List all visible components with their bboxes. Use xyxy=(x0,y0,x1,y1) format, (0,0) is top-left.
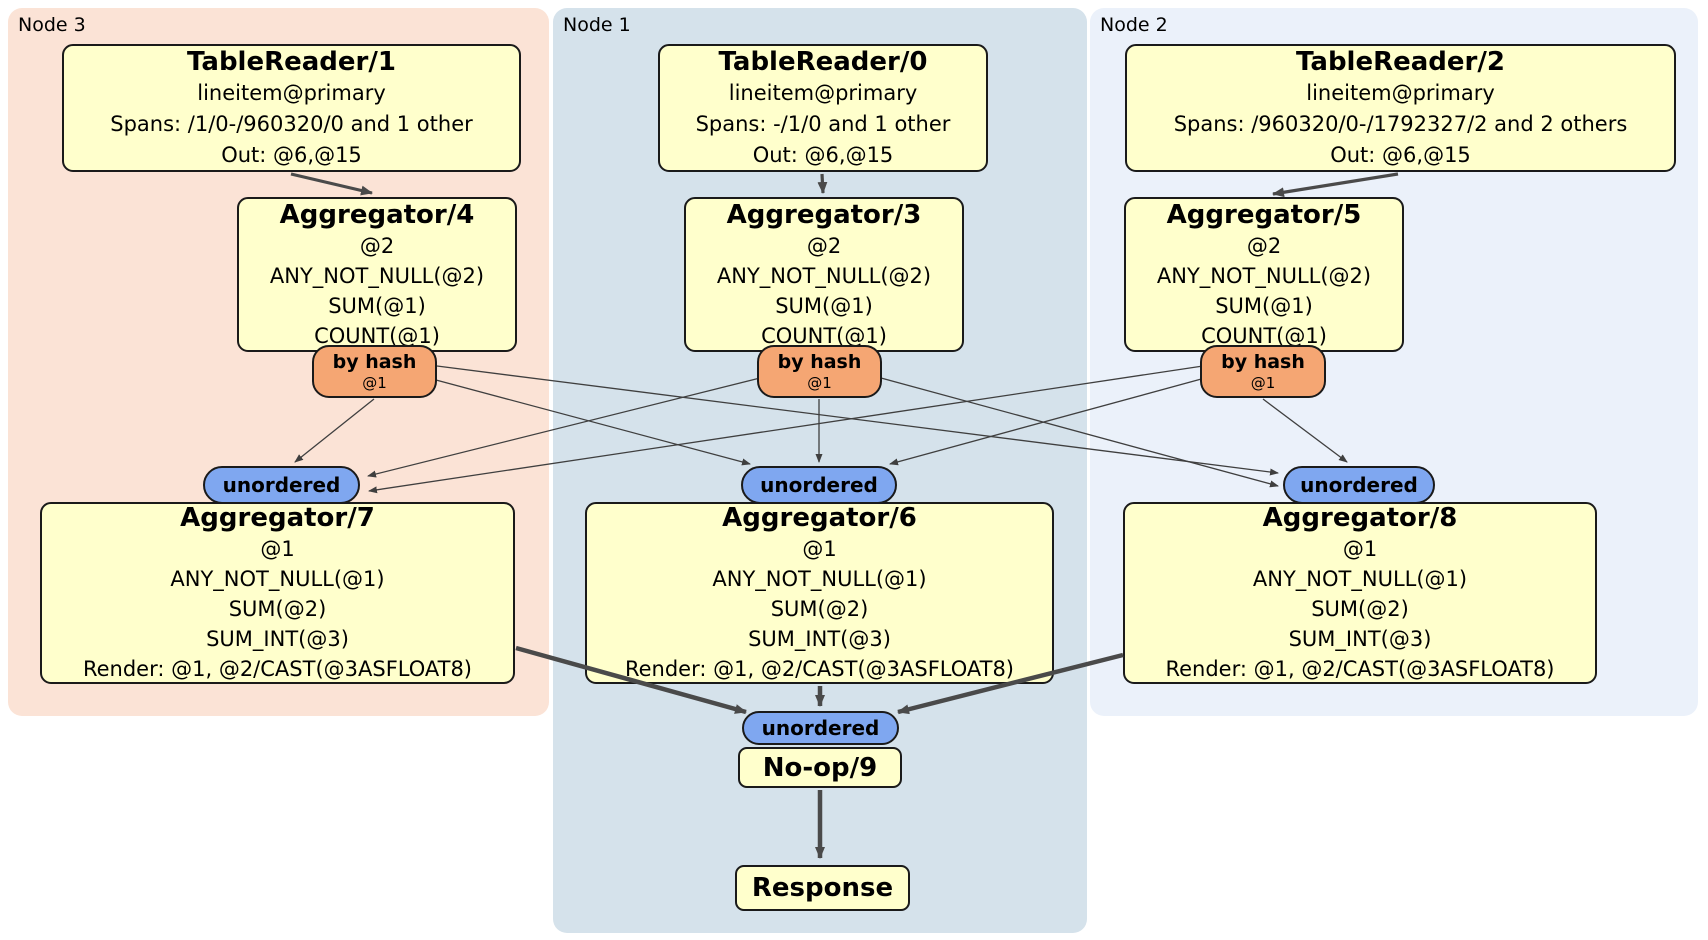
unordered-sync-8-pill: unordered xyxy=(1283,466,1435,504)
noop-9-title: No-op/9 xyxy=(762,752,878,783)
node1-label: Node 1 xyxy=(563,14,631,36)
table-reader-1-index: lineitem@primary xyxy=(197,80,386,105)
unordered-sync-6-pill: unordered xyxy=(741,466,897,504)
aggregator-8-line: @1 xyxy=(1342,537,1378,561)
aggregator-4-line: COUNT(@1) xyxy=(314,323,440,348)
aggregator-8-line: ANY_NOT_NULL(@1) xyxy=(1252,567,1468,591)
aggregator-7-line: Render: @1, @2/CAST(@3ASFLOAT8) xyxy=(82,657,473,681)
aggregator-7-line: @1 xyxy=(260,537,295,561)
hash-router-3-key: @1 xyxy=(807,373,832,392)
aggregator-8-box: Aggregator/8 @1 ANY_NOT_NULL(@1) SUM(@2)… xyxy=(1123,502,1597,684)
response-box: Response xyxy=(735,865,910,911)
table-reader-0-title: TableReader/0 xyxy=(718,46,928,77)
hash-router-4-key: @1 xyxy=(362,373,387,392)
aggregator-7-box: Aggregator/7 @1 ANY_NOT_NULL(@1) SUM(@2)… xyxy=(40,502,515,684)
aggregator-6-line: @1 xyxy=(802,537,837,561)
aggregator-6-line: SUM_INT(@3) xyxy=(748,627,891,651)
unordered-sync-7-pill: unordered xyxy=(203,466,360,504)
table-reader-0-box: TableReader/0 lineitem@primary Spans: -/… xyxy=(658,44,988,172)
table-reader-0-spans: Spans: -/1/0 and 1 other xyxy=(695,111,951,136)
aggregator-3-line: ANY_NOT_NULL(@2) xyxy=(716,263,932,288)
aggregator-6-title: Aggregator/6 xyxy=(722,503,917,533)
aggregator-4-box: Aggregator/4 @2 ANY_NOT_NULL(@2) SUM(@1)… xyxy=(237,197,517,352)
table-reader-2-spans: Spans: /960320/0-/1792327/2 and 2 others xyxy=(1173,111,1628,136)
table-reader-2-box: TableReader/2 lineitem@primary Spans: /9… xyxy=(1125,44,1676,172)
aggregator-7-title: Aggregator/7 xyxy=(180,503,375,533)
response-title: Response xyxy=(751,873,894,903)
table-reader-2-index: lineitem@primary xyxy=(1306,80,1495,105)
aggregator-8-line: SUM_INT(@3) xyxy=(1288,627,1432,651)
aggregator-5-title: Aggregator/5 xyxy=(1166,199,1362,230)
hash-router-4-label: by hash xyxy=(332,350,417,373)
aggregator-5-line: @2 xyxy=(1246,233,1282,258)
table-reader-0-out: Out: @6,@15 xyxy=(752,142,894,167)
aggregator-3-box: Aggregator/3 @2 ANY_NOT_NULL(@2) SUM(@1)… xyxy=(684,197,964,352)
node3-label: Node 3 xyxy=(18,14,86,36)
aggregator-8-line: SUM(@2) xyxy=(1311,597,1409,621)
aggregator-7-line: SUM_INT(@3) xyxy=(206,627,349,651)
aggregator-6-box: Aggregator/6 @1 ANY_NOT_NULL(@1) SUM(@2)… xyxy=(585,502,1054,684)
hash-router-3-pill: by hash @1 xyxy=(757,345,882,398)
aggregator-8-line: Render: @1, @2/CAST(@3ASFLOAT8) xyxy=(1165,657,1555,681)
table-reader-2-title: TableReader/2 xyxy=(1296,46,1505,77)
noop-9-box: No-op/9 xyxy=(738,747,902,788)
aggregator-6-line: ANY_NOT_NULL(@1) xyxy=(712,567,927,591)
aggregator-4-title: Aggregator/4 xyxy=(279,199,475,230)
aggregator-5-box: Aggregator/5 @2 ANY_NOT_NULL(@2) SUM(@1)… xyxy=(1124,197,1404,352)
unordered-sync-final-pill: unordered xyxy=(742,711,899,745)
aggregator-5-line: COUNT(@1) xyxy=(1201,323,1327,348)
hash-router-4-pill: by hash @1 xyxy=(312,345,437,398)
aggregator-6-line: Render: @1, @2/CAST(@3ASFLOAT8) xyxy=(624,657,1015,681)
aggregator-3-line: @2 xyxy=(806,233,842,258)
aggregator-3-line: COUNT(@1) xyxy=(761,323,887,348)
table-reader-2-out: Out: @6,@15 xyxy=(1330,142,1471,167)
hash-router-5-key: @1 xyxy=(1250,373,1276,392)
table-reader-1-spans: Spans: /1/0-/960320/0 and 1 other xyxy=(110,111,473,136)
table-reader-1-title: TableReader/1 xyxy=(187,46,396,77)
aggregator-3-title: Aggregator/3 xyxy=(726,199,922,230)
aggregator-4-line: SUM(@1) xyxy=(328,293,426,318)
aggregator-4-line: ANY_NOT_NULL(@2) xyxy=(269,263,485,288)
aggregator-5-line: ANY_NOT_NULL(@2) xyxy=(1156,263,1372,288)
table-reader-0-index: lineitem@primary xyxy=(728,80,918,105)
hash-router-3-label: by hash xyxy=(777,350,862,373)
aggregator-7-line: ANY_NOT_NULL(@1) xyxy=(170,567,385,591)
aggregator-3-line: SUM(@1) xyxy=(775,293,873,318)
aggregator-7-line: SUM(@2) xyxy=(228,597,327,621)
aggregator-4-line: @2 xyxy=(359,233,395,258)
aggregator-8-title: Aggregator/8 xyxy=(1262,503,1458,533)
table-reader-1-box: TableReader/1 lineitem@primary Spans: /1… xyxy=(62,44,521,172)
table-reader-1-out: Out: @6,@15 xyxy=(221,142,362,167)
node2-label: Node 2 xyxy=(1100,14,1168,36)
aggregator-6-line: SUM(@2) xyxy=(770,597,869,621)
hash-router-5-label: by hash xyxy=(1221,350,1305,373)
aggregator-5-line: SUM(@1) xyxy=(1215,293,1313,318)
hash-router-5-pill: by hash @1 xyxy=(1200,345,1326,398)
